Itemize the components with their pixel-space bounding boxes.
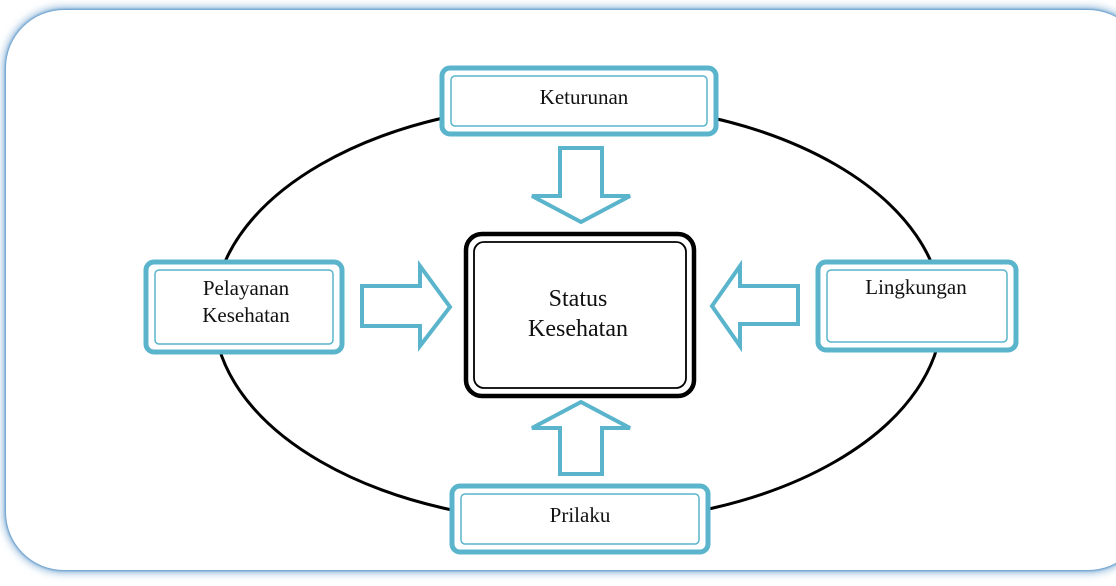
factor-box-bottom: Prilaku (449, 483, 711, 555)
factor-label-top: Keturunan (540, 85, 629, 109)
factor-box-left: Pelayanan Kesehatan (143, 259, 345, 355)
arrow-up-icon (531, 399, 631, 476)
arrow-down-icon (531, 146, 631, 225)
center-label-line1: Status (549, 286, 608, 312)
factor-label-bottom: Prilaku (550, 503, 611, 527)
factor-box-top: Keturunan (439, 65, 719, 137)
center-label-line2: Kesehatan (528, 316, 628, 342)
factor-label-right: Lingkungan (865, 275, 967, 299)
factor-label-left-line2: Kesehatan (202, 303, 290, 327)
arrow-right-icon (360, 259, 453, 352)
factor-label-left-line1: Pelayanan (203, 276, 290, 300)
factor-box-right: Lingkungan (815, 259, 1019, 353)
center-box: Status Kesehatan (463, 231, 697, 399)
arrow-left-icon (709, 259, 800, 353)
